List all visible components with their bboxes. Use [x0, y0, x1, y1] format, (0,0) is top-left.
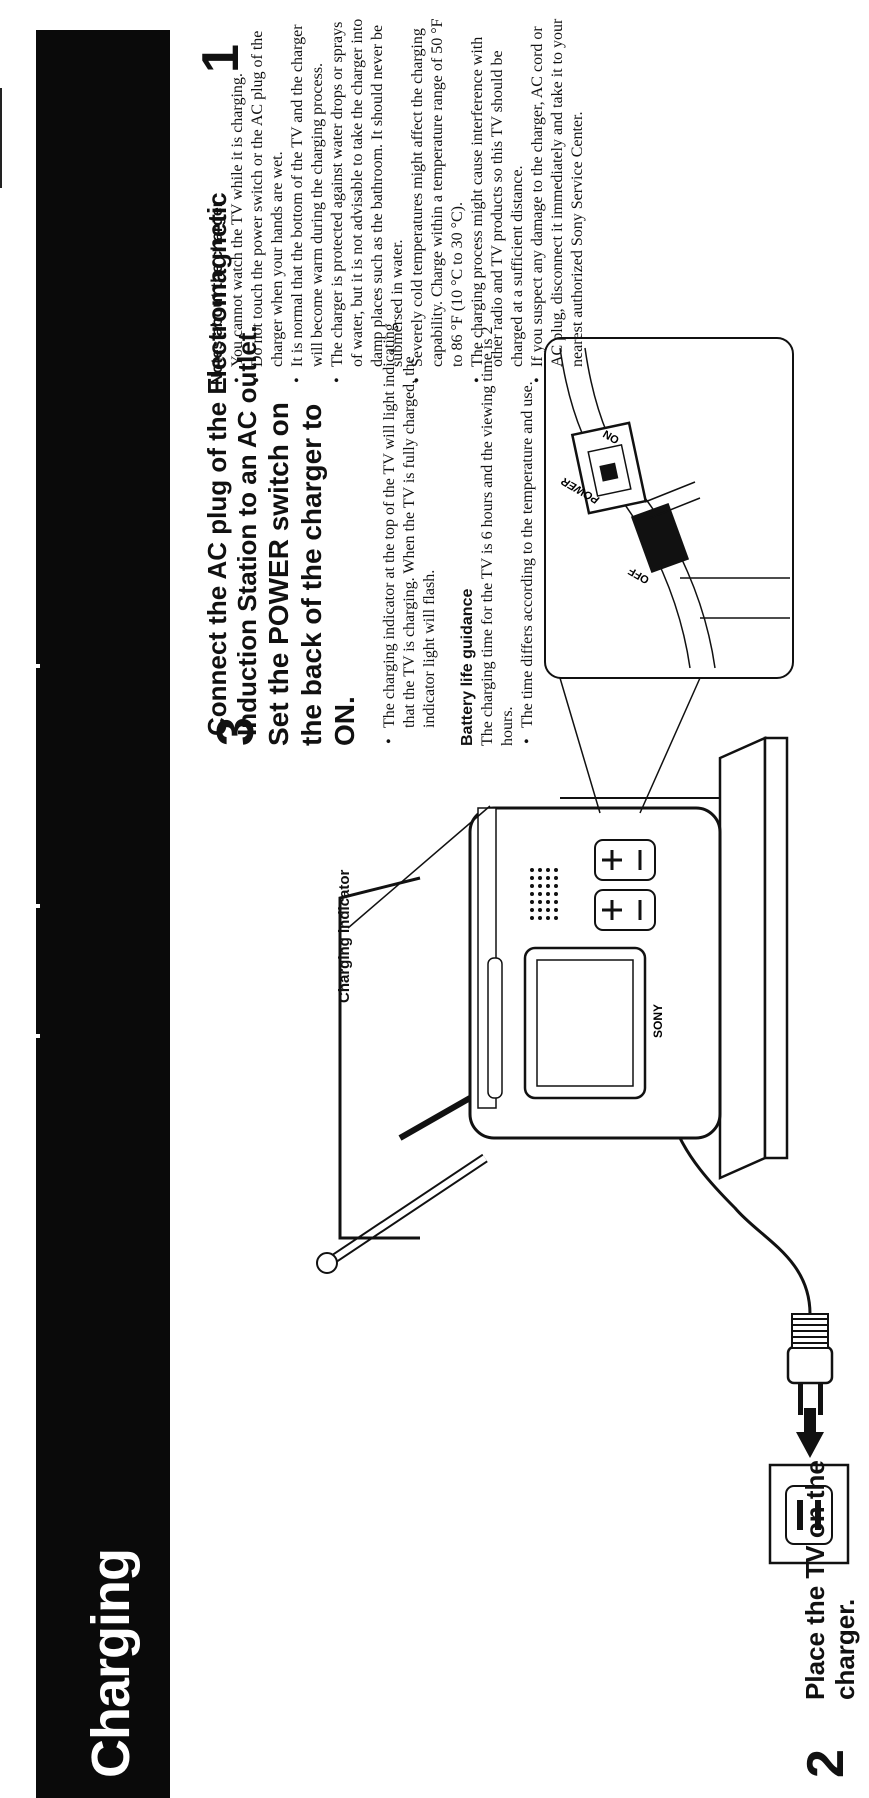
tv-body: [468, 806, 722, 1140]
notes-heading: Notes about the charger: [209, 200, 226, 385]
wall-outlet-icon: [768, 1463, 850, 1565]
battery-text: The charging time for the TV is 6 hours …: [479, 326, 516, 746]
tv-brand: SONY: [651, 1004, 665, 1038]
note-item: It is normal that the bottom of the TV a…: [288, 13, 328, 385]
note-item: The charger is protected against water d…: [328, 13, 408, 385]
step-2-number: 2: [797, 1749, 855, 1778]
charging-indicator-label: Charging indicator: [336, 869, 353, 1003]
charger-notes: Notes about the charger You cannot watch…: [208, 13, 588, 385]
arrow-left-icon: [796, 1408, 824, 1458]
ac-plug-icon: [786, 1313, 834, 1415]
note-item: Do not touch the power switch or the AC …: [248, 13, 288, 385]
note-item: The charging process might cause interfe…: [468, 13, 528, 385]
power-switch-callout: [544, 337, 794, 814]
note-item: Severely cold temperatures might affect …: [408, 13, 468, 385]
step-2-text: Place the TV on the charger.: [800, 1460, 860, 1700]
step-3-number: 3: [207, 717, 265, 746]
note-item: You cannot watch the TV while it is char…: [228, 13, 248, 385]
step-3-text: Set the POWER switch on the back of the …: [263, 402, 360, 746]
tv-antenna: [316, 1095, 488, 1274]
charger-base: [560, 736, 789, 1180]
note-item: If you suspect any damage to the charger…: [528, 13, 588, 385]
